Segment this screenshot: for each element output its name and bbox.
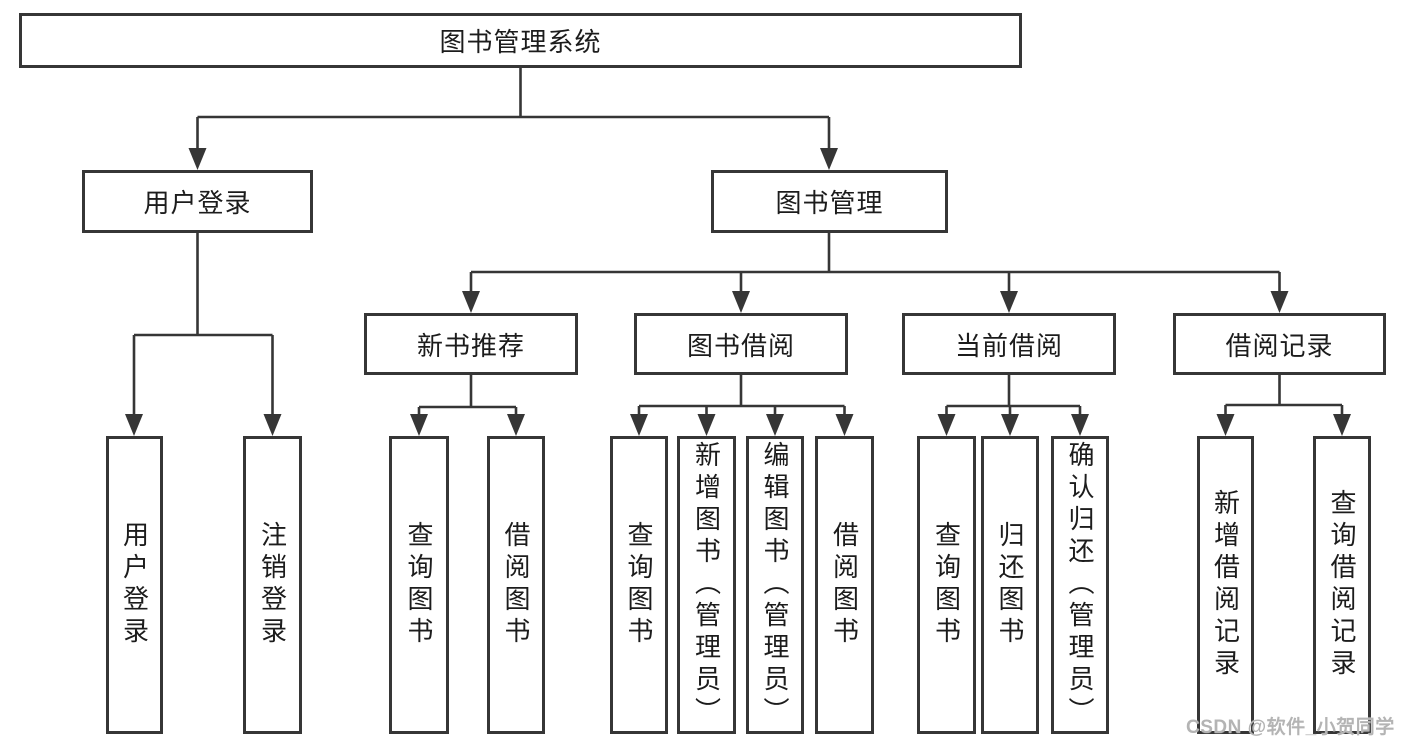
leaf-user-login-label: 用户登录 — [119, 521, 150, 649]
connector-lines — [132, 68, 1344, 415]
leaf-confirm-return-admin: 确认归还（管理员） — [1051, 436, 1109, 734]
leaf-edit-books-admin-label: 编辑图书（管理员） — [760, 441, 790, 729]
leaf-edit-books-admin: 编辑图书（管理员） — [746, 436, 804, 734]
leaf-user-login: 用户登录 — [106, 436, 163, 734]
leaf-logout: 注销登录 — [243, 436, 302, 734]
leaf-add-borrow-record: 新增借阅记录 — [1197, 436, 1254, 734]
leaf-newbook-query-books-label: 查询图书 — [404, 521, 434, 649]
arrow-down-icon — [125, 414, 143, 436]
arrow-down-icon — [766, 414, 784, 436]
leaf-newbook-query-books: 查询图书 — [389, 436, 449, 734]
arrow-down-icon — [1333, 414, 1351, 436]
leaf-query-borrow-record-label: 查询借阅记录 — [1327, 489, 1357, 681]
leaf-confirm-return-admin-label: 确认归还（管理员） — [1065, 441, 1095, 729]
arrow-down-icon — [1270, 291, 1289, 313]
node-new-book-recommend-label: 新书推荐 — [416, 330, 525, 361]
node-borrow-records: 借阅记录 — [1173, 313, 1386, 375]
arrow-down-icon — [697, 414, 716, 436]
node-current-borrow: 当前借阅 — [902, 313, 1116, 375]
leaf-borrow-books-label: 借阅图书 — [829, 521, 860, 649]
arrow-down-icon — [630, 414, 648, 436]
arrow-down-icon — [732, 291, 750, 313]
node-borrow-records-label: 借阅记录 — [1225, 330, 1334, 361]
leaf-newbook-borrow-books-label: 借阅图书 — [501, 521, 531, 649]
arrow-down-icon — [263, 414, 282, 436]
arrow-down-icon — [835, 414, 854, 436]
arrow-down-icon — [820, 148, 838, 170]
node-user-login-label: 用户登录 — [143, 188, 252, 218]
arrow-down-icon — [188, 148, 207, 170]
leaf-logout-label: 注销登录 — [257, 521, 288, 649]
connector-root-to-level2 — [196, 68, 831, 149]
leaf-borrow-query-books: 查询图书 — [610, 436, 668, 734]
node-root: 图书管理系统 — [19, 13, 1022, 68]
leaf-current-query-books: 查询图书 — [917, 436, 976, 734]
leaf-add-borrow-record-label: 新增借阅记录 — [1210, 489, 1241, 681]
arrow-down-icon — [1071, 414, 1089, 436]
leaf-newbook-borrow-books: 借阅图书 — [487, 436, 545, 734]
connector-borrowrecord-to-leaves — [1224, 375, 1344, 415]
node-user-login: 用户登录 — [82, 170, 313, 233]
leaf-query-borrow-record: 查询借阅记录 — [1313, 436, 1371, 734]
leaf-current-query-books-label: 查询图书 — [931, 521, 962, 649]
leaf-add-books-admin-label: 新增图书（管理员） — [691, 441, 722, 729]
arrow-down-icon — [462, 291, 480, 313]
leaf-add-books-admin: 新增图书（管理员） — [677, 436, 736, 734]
leaf-return-books: 归还图书 — [981, 436, 1039, 734]
leaf-return-books-label: 归还图书 — [995, 521, 1025, 649]
node-book-borrow-label: 图书借阅 — [686, 330, 795, 361]
node-new-book-recommend: 新书推荐 — [364, 313, 578, 375]
arrow-down-icon — [937, 414, 956, 436]
connector-currentborrow-to-leaves — [945, 375, 1082, 415]
csdn-watermark: CSDN @软件_小贺同学 — [1186, 717, 1395, 738]
arrow-down-icon — [1216, 414, 1235, 436]
leaf-borrow-books: 借阅图书 — [815, 436, 874, 734]
arrow-down-icon — [507, 414, 525, 436]
node-book-management-label: 图书管理 — [775, 188, 884, 218]
node-book-management: 图书管理 — [711, 170, 948, 233]
node-root-label: 图书管理系统 — [439, 27, 602, 57]
node-current-borrow-label: 当前借阅 — [954, 330, 1063, 361]
leaf-borrow-query-books-label: 查询图书 — [624, 521, 654, 649]
node-book-borrow: 图书借阅 — [634, 313, 848, 375]
connector-bookborrow-to-leaves — [637, 375, 846, 415]
connector-bookmgmt-to-level3 — [469, 233, 1281, 291]
arrow-down-icon — [1000, 291, 1018, 313]
arrow-down-icon — [1001, 414, 1019, 436]
arrow-down-icon — [410, 414, 428, 436]
connector-newbook-to-leaves — [417, 375, 518, 415]
connector-userlogin-to-leaves — [132, 233, 274, 415]
